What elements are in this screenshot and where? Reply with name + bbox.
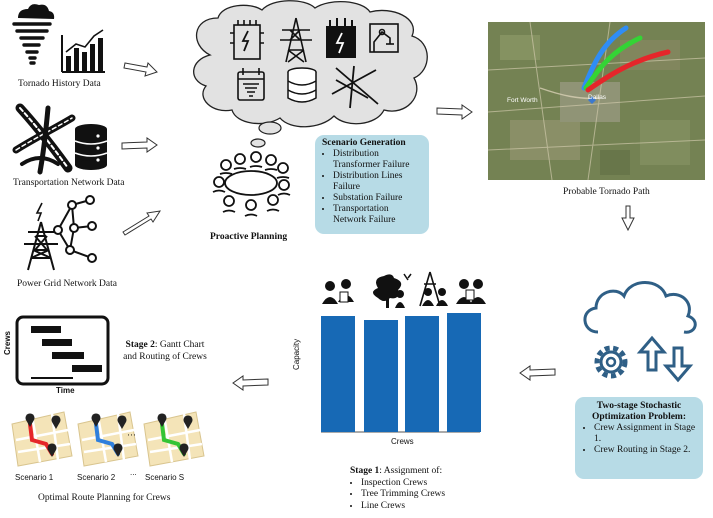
- crew-capacity-bar: [447, 313, 481, 432]
- network-graph-icon: [53, 195, 97, 263]
- map-pin-icon: [47, 443, 57, 457]
- scenario-generation-box: Scenario Generation Distribution Transfo…: [315, 135, 429, 234]
- planning-meeting-icon: [212, 151, 291, 217]
- optimization-cloud-icon: [583, 281, 697, 334]
- crew-capacity-bar: [364, 320, 398, 432]
- optimization-title: Two-stage Stochastic Optimization Proble…: [591, 401, 687, 422]
- map-place-fort-worth: Fort Worth: [507, 97, 538, 104]
- stage1-title: Stage 1: [350, 466, 380, 476]
- tornado-history-label: Tornado History Data: [18, 79, 101, 89]
- map-pin-icon: [113, 443, 123, 457]
- scenario-item: Distribution Lines Failure: [333, 171, 423, 193]
- map-pin-icon: [179, 443, 189, 457]
- road-map-icon: [331, 65, 379, 109]
- arrow-up-right-icon: [122, 210, 162, 236]
- line-crew-icon: [419, 271, 448, 307]
- optimization-box: Two-stage Stochastic Optimization Proble…: [575, 397, 703, 479]
- tree-trimming-crew-icon: [373, 273, 412, 308]
- power-grid-label: Power Grid Network Data: [17, 279, 117, 289]
- transmission-tower-icon: [24, 202, 58, 271]
- robot-arm-icon: [369, 23, 399, 53]
- scenario-maps: [11, 411, 205, 467]
- transportation-label: Transportation Network Data: [13, 178, 125, 188]
- crew-team-icon: [456, 279, 486, 304]
- road-network-icon: [12, 103, 76, 175]
- optimization-item: Crew Assignment in Stage 1.: [594, 423, 698, 445]
- tornado-path-red: [585, 49, 671, 93]
- arrow-left-icon: [232, 375, 269, 391]
- arrow-right-icon: [436, 104, 473, 120]
- arrow-right-icon: [121, 137, 158, 153]
- scenario-route-map: [77, 411, 139, 467]
- map-pin-icon: [117, 415, 127, 429]
- map-pin-icon: [157, 413, 167, 427]
- gantt-x-label: Time: [56, 386, 75, 395]
- scenario-item: Substation Failure: [333, 193, 423, 204]
- map-pin-icon: [51, 415, 61, 429]
- server-stack-icon: [287, 67, 317, 103]
- proactive-planning-label: Proactive Planning: [210, 232, 288, 242]
- map-place-dallas: Dallas: [588, 94, 607, 101]
- bar-chart-icon: [61, 29, 105, 73]
- stage1-item: Line Crews: [361, 501, 445, 513]
- inspection-crew-icon: [322, 279, 354, 304]
- tornado-map: [487, 21, 706, 181]
- arrow-up-icon: [636, 335, 668, 372]
- scenario-label-s: Scenario S: [145, 473, 185, 482]
- map-pin-icon: [183, 415, 193, 429]
- stage2-text: : Gantt Chart and Routing of Crews: [123, 340, 207, 362]
- gantt-chart: [15, 315, 110, 386]
- database-icon: [74, 124, 108, 170]
- stage2-block: Stage 2: Gantt Chart and Routing of Crew…: [120, 340, 210, 363]
- transformer-icon: [230, 20, 264, 60]
- stage1-block: Stage 1: Assignment of: Inspection Crews…: [350, 466, 445, 512]
- gear-icon: [594, 345, 628, 379]
- tornado-icon: [12, 4, 55, 65]
- scenario-generation-title: Scenario Generation: [322, 138, 406, 148]
- tornado-path-blue: [581, 25, 629, 91]
- scenario-label-2: Scenario 2: [77, 473, 116, 482]
- input-arrows: [121, 62, 162, 236]
- scenario-route-map: [11, 411, 73, 467]
- arrow-left-icon: [519, 365, 556, 381]
- crews-axis-label: Crews: [391, 437, 414, 446]
- scenario-item: Transportation Network Failure: [333, 204, 423, 226]
- arrow-down-icon: [662, 346, 694, 383]
- scenario-label-ellipsis: ...: [130, 468, 137, 477]
- crew-capacity-bar: [405, 316, 439, 432]
- crew-worker-icons: [322, 271, 486, 308]
- stage1-text: : Assignment of:: [379, 466, 443, 476]
- map-pin-icon: [91, 413, 101, 427]
- tornado-path-green: [583, 35, 643, 91]
- map-pin-icon: [25, 413, 35, 427]
- lattice-tower-icon: [280, 17, 312, 63]
- gantt-y-label: Crews: [3, 330, 12, 355]
- arrow-down-icon: [621, 205, 635, 232]
- optimization-item: Crew Routing in Stage 2.: [594, 445, 698, 456]
- scenario-route-map: [143, 411, 205, 467]
- crew-capacity-bar: [321, 316, 355, 432]
- crew-bars: [321, 313, 481, 432]
- route-planning-caption: Optimal Route Planning for Crews: [38, 493, 171, 503]
- substation-icon: [326, 18, 356, 58]
- arrow-right-icon: [123, 62, 158, 77]
- stage2-title: Stage 2: [125, 340, 155, 350]
- calendar-tornado-icon: [237, 68, 265, 101]
- scenario-ellipsis-mid: ···: [127, 430, 136, 440]
- stage1-item: Tree Trimming Crews: [361, 489, 445, 501]
- capacity-axis-label: Capacity: [292, 338, 301, 370]
- scenario-label-1: Scenario 1: [15, 473, 54, 482]
- stage1-item: Inspection Crews: [361, 478, 445, 490]
- map-caption: Probable Tornado Path: [563, 187, 650, 197]
- scenario-item: Distribution Transformer Failure: [333, 149, 423, 171]
